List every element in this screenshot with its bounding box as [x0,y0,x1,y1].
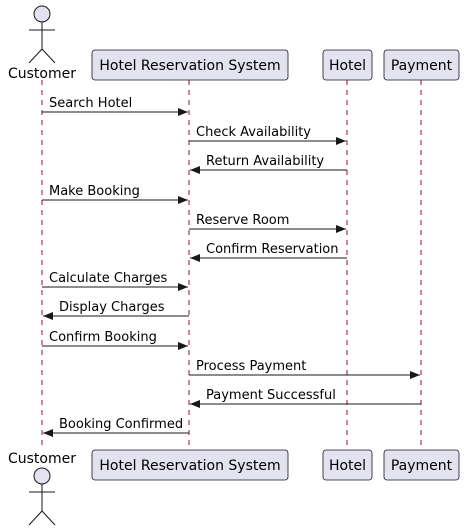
actor-customer-top [28,5,56,64]
message-label: Confirm Booking [49,330,157,345]
arrowhead-icon [178,196,188,204]
arrowhead-icon [43,312,53,320]
message-12: Booking Confirmed [43,417,189,437]
participant-box-hotel-bottom [322,449,373,481]
participant-label-hotel-top: Hotel [329,58,366,74]
participant-box-system-top [91,49,289,81]
arrowhead-icon [178,108,188,116]
participant-label-hotel-bottom: Hotel [329,458,366,474]
participant-label-system-top: Hotel Reservation System [99,58,280,74]
participant-headers-bottom: Customer Hotel Reservation System Hotel Pay… [8,449,460,526]
message-3: Return Availability [190,154,347,174]
message-label: Process Payment [196,359,306,374]
message-11: Payment Successful [190,388,421,408]
message-label: Make Booking [49,184,140,199]
message-2: Check Availability [189,125,346,145]
message-10: Process Payment [189,359,420,379]
actor-label-customer-bottom: Customer [8,451,76,467]
arrowhead-icon [336,137,346,145]
participant-label-payment-top: Payment [391,58,453,74]
participant-box-payment-top [383,49,460,81]
actor-customer-bottom [28,467,56,526]
arrowhead-icon [190,400,200,408]
arrowhead-icon [43,429,53,437]
arrowhead-icon [178,342,188,350]
lifelines [41,80,422,450]
arrowhead-icon [190,254,200,262]
participant-box-system-bottom [91,449,289,481]
participant-label-payment-bottom: Payment [391,458,453,474]
message-8: Display Charges [43,300,189,320]
message-6: Confirm Reservation [190,242,347,262]
participant-box-payment-bottom [383,449,460,481]
arrowhead-icon [178,283,188,291]
arrowhead-icon [190,166,200,174]
message-label: Check Availability [196,125,311,140]
participant-label-system-bottom: Hotel Reservation System [99,458,280,474]
message-label: Calculate Charges [49,271,167,286]
participant-box-hotel-top [322,49,373,81]
arrowhead-icon [336,225,346,233]
participant-headers-top: Customer Hotel Reservation System Hotel Pay… [8,5,460,82]
message-label: Confirm Reservation [206,242,339,257]
message-label: Display Charges [59,300,165,315]
message-label: Return Availability [206,154,324,169]
arrowhead-icon [410,371,420,379]
message-label: Reserve Room [196,213,289,228]
message-label: Search Hotel [49,96,132,111]
message-1: Search Hotel [42,96,188,116]
message-5: Reserve Room [189,213,346,233]
message-9: Confirm Booking [42,330,188,350]
message-7: Calculate Charges [42,271,188,291]
actor-label-customer-top: Customer [8,66,76,82]
message-label: Payment Successful [206,388,336,403]
message-label: Booking Confirmed [59,417,183,432]
message-4: Make Booking [42,184,188,204]
